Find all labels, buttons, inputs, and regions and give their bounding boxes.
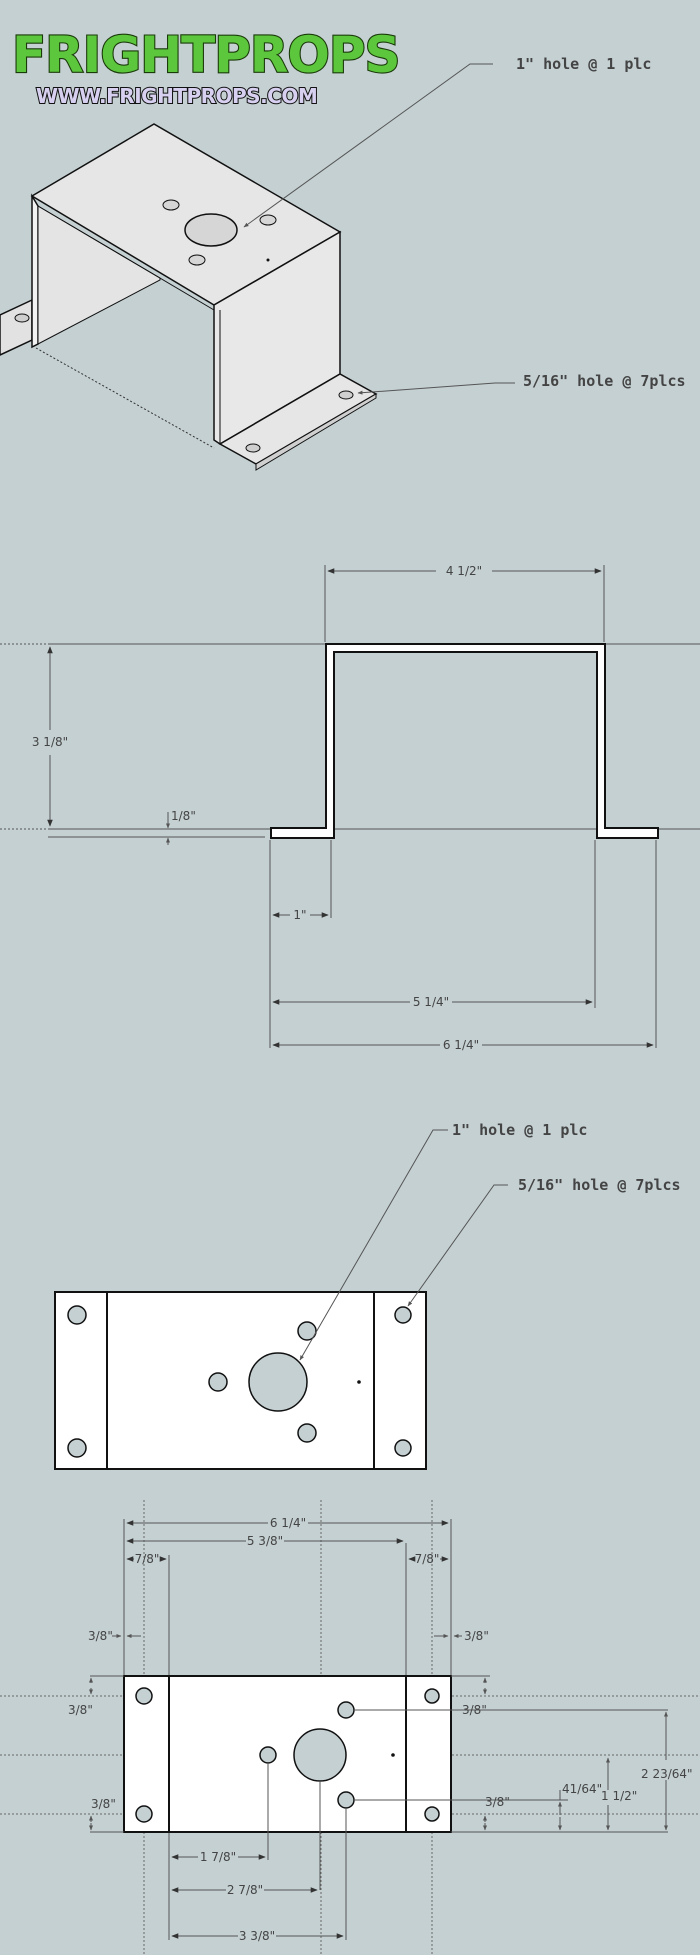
dimensioned-view — [0, 1500, 700, 1955]
callout-small-hole-top: 5/16" hole @ 7plcs — [518, 1176, 681, 1194]
dim-bottom-left: 3/8" — [91, 1797, 116, 1811]
dim-bottom-right: 3/8" — [485, 1795, 510, 1809]
dim-hole-x1: 1 7/8" — [200, 1850, 236, 1864]
callout-large-hole-top: 1" hole @ 1 plc — [452, 1121, 587, 1139]
logo-url: WWW.FRIGHTPROPS.COM — [36, 84, 317, 108]
dim-thickness: 1/8" — [171, 809, 196, 823]
dim-flange-right: 7/8" — [415, 1552, 440, 1566]
isometric-view — [0, 63, 515, 471]
callout-small-hole-iso: 5/16" hole @ 7plcs — [523, 372, 686, 390]
dim-top-width: 4 1/2" — [446, 564, 482, 578]
dim-overall-top: 6 1/4" — [270, 1516, 306, 1530]
dim-flange-left: 7/8" — [135, 1552, 160, 1566]
dim-small-hole-offset: 41/64" — [562, 1782, 602, 1796]
dim-top-left: 3/8" — [68, 1703, 93, 1717]
dim-inner-span: 5 1/4" — [413, 995, 449, 1009]
dim-overall: 6 1/4" — [443, 1038, 479, 1052]
dim-edge-right: 3/8" — [464, 1629, 489, 1643]
dim-top-right: 3/8" — [462, 1703, 487, 1717]
dim-center-height: 1 1/2" — [601, 1789, 637, 1803]
dim-flange: 1" — [293, 908, 306, 922]
dim-span: 5 3/8" — [247, 1534, 283, 1548]
logo-brand: FRIGHTPROPS — [12, 26, 400, 84]
side-view — [0, 565, 700, 1048]
top-view — [54, 1129, 508, 1470]
dim-hole-x3: 3 3/8" — [239, 1929, 275, 1943]
callout-large-hole-iso: 1" hole @ 1 plc — [516, 55, 651, 73]
frightprops-logo: FRIGHTPROPS WWW.FRIGHTPROPS.COM — [11, 25, 402, 109]
dim-upper-hole-height: 2 23/64" — [641, 1767, 693, 1781]
dim-hole-x2: 2 7/8" — [227, 1883, 263, 1897]
dim-edge-left: 3/8" — [88, 1629, 113, 1643]
dim-height: 3 1/8" — [32, 735, 68, 749]
